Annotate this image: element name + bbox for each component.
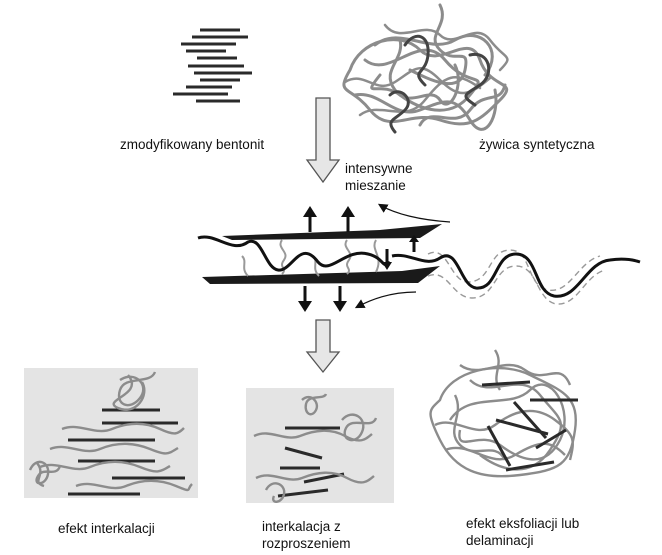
bentonite-layers [173, 28, 252, 103]
exfoliation-coil [429, 349, 578, 478]
flow-arrow-upper [377, 203, 451, 223]
intercalation-content [28, 371, 193, 496]
label-intensive-mixing-1: intensywne [345, 161, 413, 176]
down-arrow-1 [305, 97, 341, 184]
label-intensive-mixing-2: mieszanie [345, 178, 406, 193]
label-exfoliation-1: efekt eksfoliacji lub [466, 516, 580, 531]
label-exfoliation-2: delaminacji [466, 533, 534, 548]
label-intercalation-effect: efekt interkalacji [58, 521, 155, 536]
label-synthetic-resin: żywica syntetyczna [479, 137, 595, 152]
dispersion-content [253, 393, 378, 503]
down-arrow-2 [305, 319, 341, 374]
mixing-platelets [197, 224, 641, 305]
label-intercalation-dispersion-2: rozproszeniem [262, 536, 351, 551]
flow-arrow-lower [354, 291, 417, 309]
push-arrows [298, 206, 419, 312]
resin-coil [342, 3, 509, 134]
label-intercalation-dispersion-1: interkalacja z [262, 519, 341, 534]
label-modified-bentonite: zmodyfikowany bentonit [120, 137, 265, 152]
